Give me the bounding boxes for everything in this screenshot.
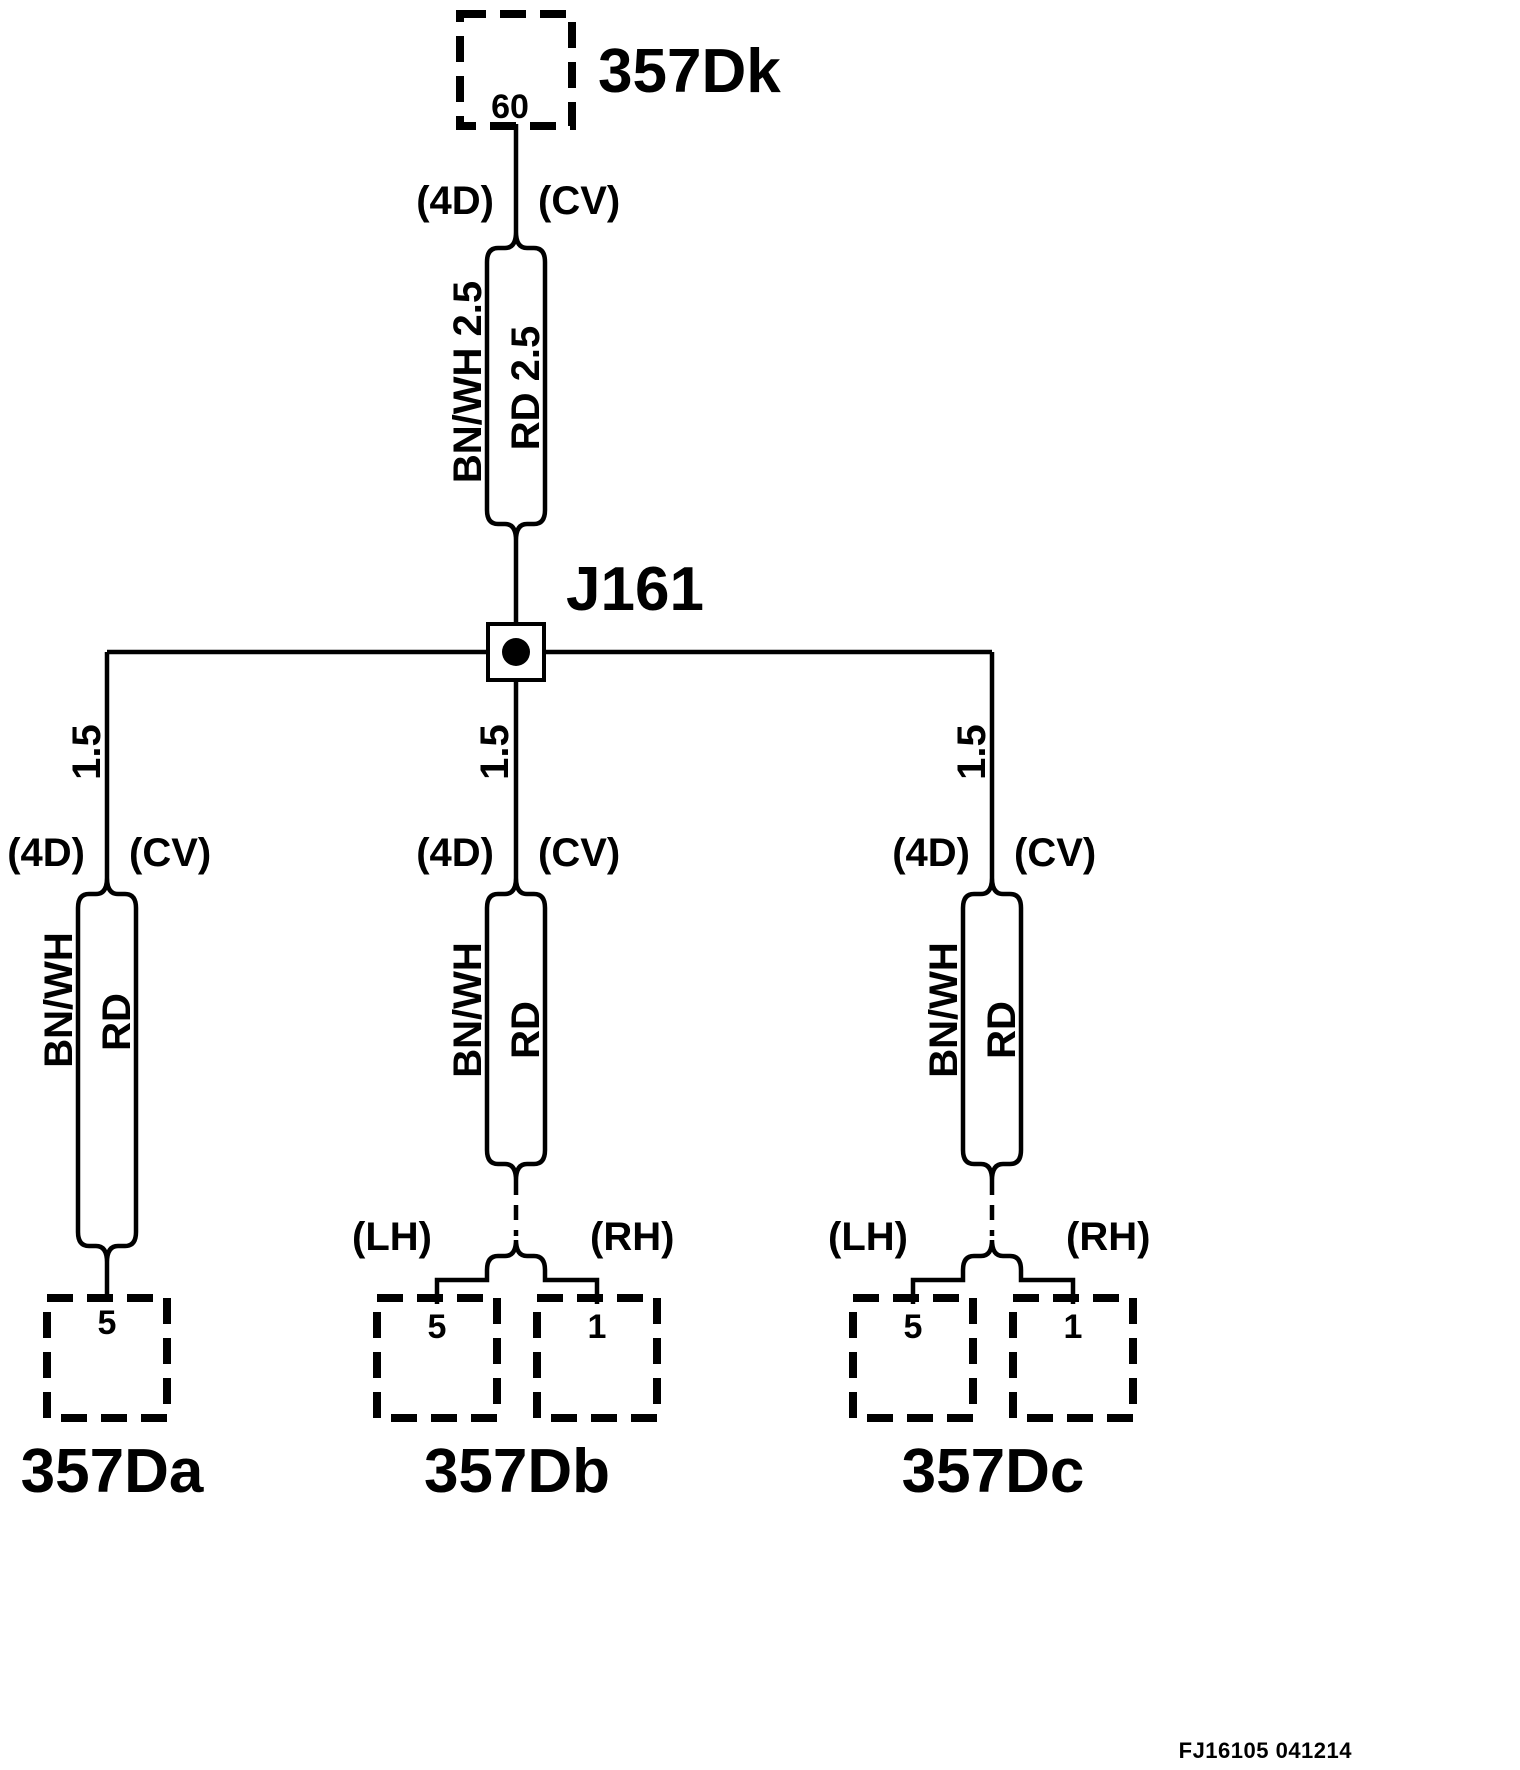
connector-box-rh [1009,1294,1137,1422]
wire-bnwh-label: BN/WH [37,932,81,1068]
pin-number-rh: 1 [588,1308,607,1346]
merge-brace [75,1231,139,1263]
split-brace [484,231,548,263]
wire-bnwh-label: BN/WH 2.5 [446,281,490,483]
junction-dot [502,638,530,666]
connector-box-lh [849,1294,977,1422]
lh-step-wire [910,1270,966,1304]
rh-step-wire [1018,1270,1076,1304]
wire-rd-label: RD [980,1001,1024,1059]
wire-bnwh-label: BN/WH [922,942,966,1078]
body-variant-4d-label: (4D) [416,831,494,875]
wire-gauge-label: 1.5 [473,724,517,780]
side-split-brace [960,1239,1024,1271]
body-variant-4d-label: (4D) [416,179,494,223]
junction-label: J161 [566,555,704,624]
branch-left-357da: 1.5 (4D) (CV) BN/WH RD 5 357Da [7,652,211,1506]
connector-box-lh [373,1294,501,1422]
rh-step-wire [542,1270,600,1304]
wire-rd-label: RD [95,993,139,1051]
lh-step-wire [434,1270,490,1304]
body-variant-cv-label: (CV) [538,831,620,875]
top-connector-357dk: 60 357Dk [456,10,781,130]
body-variant-4d-label: (4D) [7,831,85,875]
wire-bnwh-label: BN/WH [446,942,490,1078]
side-rh-label: (RH) [1066,1215,1150,1259]
pin-number-rh: 1 [1064,1308,1083,1346]
connector-box-rh [533,1294,661,1422]
trunk-harness: (4D) (CV) BN/WH 2.5 RD 2.5 [416,124,620,626]
split-brace [484,877,548,909]
figure-code: FJ16105 041214 [1179,1738,1353,1763]
pin-number-lh: 5 [428,1308,447,1346]
wire-rd-label: RD 2.5 [504,326,548,451]
branch-center-357db: 1.5 (4D) (CV) BN/WH RD (LH) (RH) 5 1 357… [352,680,674,1506]
connector-label: 357Dc [902,1437,1085,1506]
merge-brace [484,509,548,541]
side-lh-label: (LH) [352,1215,432,1259]
side-lh-label: (LH) [828,1215,908,1259]
side-split-brace [484,1239,548,1271]
body-variant-cv-label: (CV) [129,831,211,875]
connector-label: 357Dk [598,37,781,106]
body-variant-4d-label: (4D) [892,831,970,875]
connector-box [43,1294,171,1422]
pin-number: 60 [491,88,529,126]
connector-label: 357Da [21,1437,204,1506]
split-brace [960,877,1024,909]
pin-number: 5 [98,1304,117,1342]
body-variant-cv-label: (CV) [538,179,620,223]
wire-gauge-label: 1.5 [65,724,109,780]
merge-brace [484,1149,548,1181]
branch-right-357dc: 1.5 (4D) (CV) BN/WH RD (LH) (RH) 5 1 357… [828,652,1150,1506]
side-rh-label: (RH) [590,1215,674,1259]
split-brace [75,877,139,909]
pin-number-lh: 5 [904,1308,923,1346]
wire-gauge-label: 1.5 [950,724,994,780]
connector-label: 357Db [424,1437,610,1506]
wire-rd-label: RD [504,1001,548,1059]
merge-brace [960,1149,1024,1181]
junction-j161: J161 [107,555,992,682]
body-variant-cv-label: (CV) [1014,831,1096,875]
